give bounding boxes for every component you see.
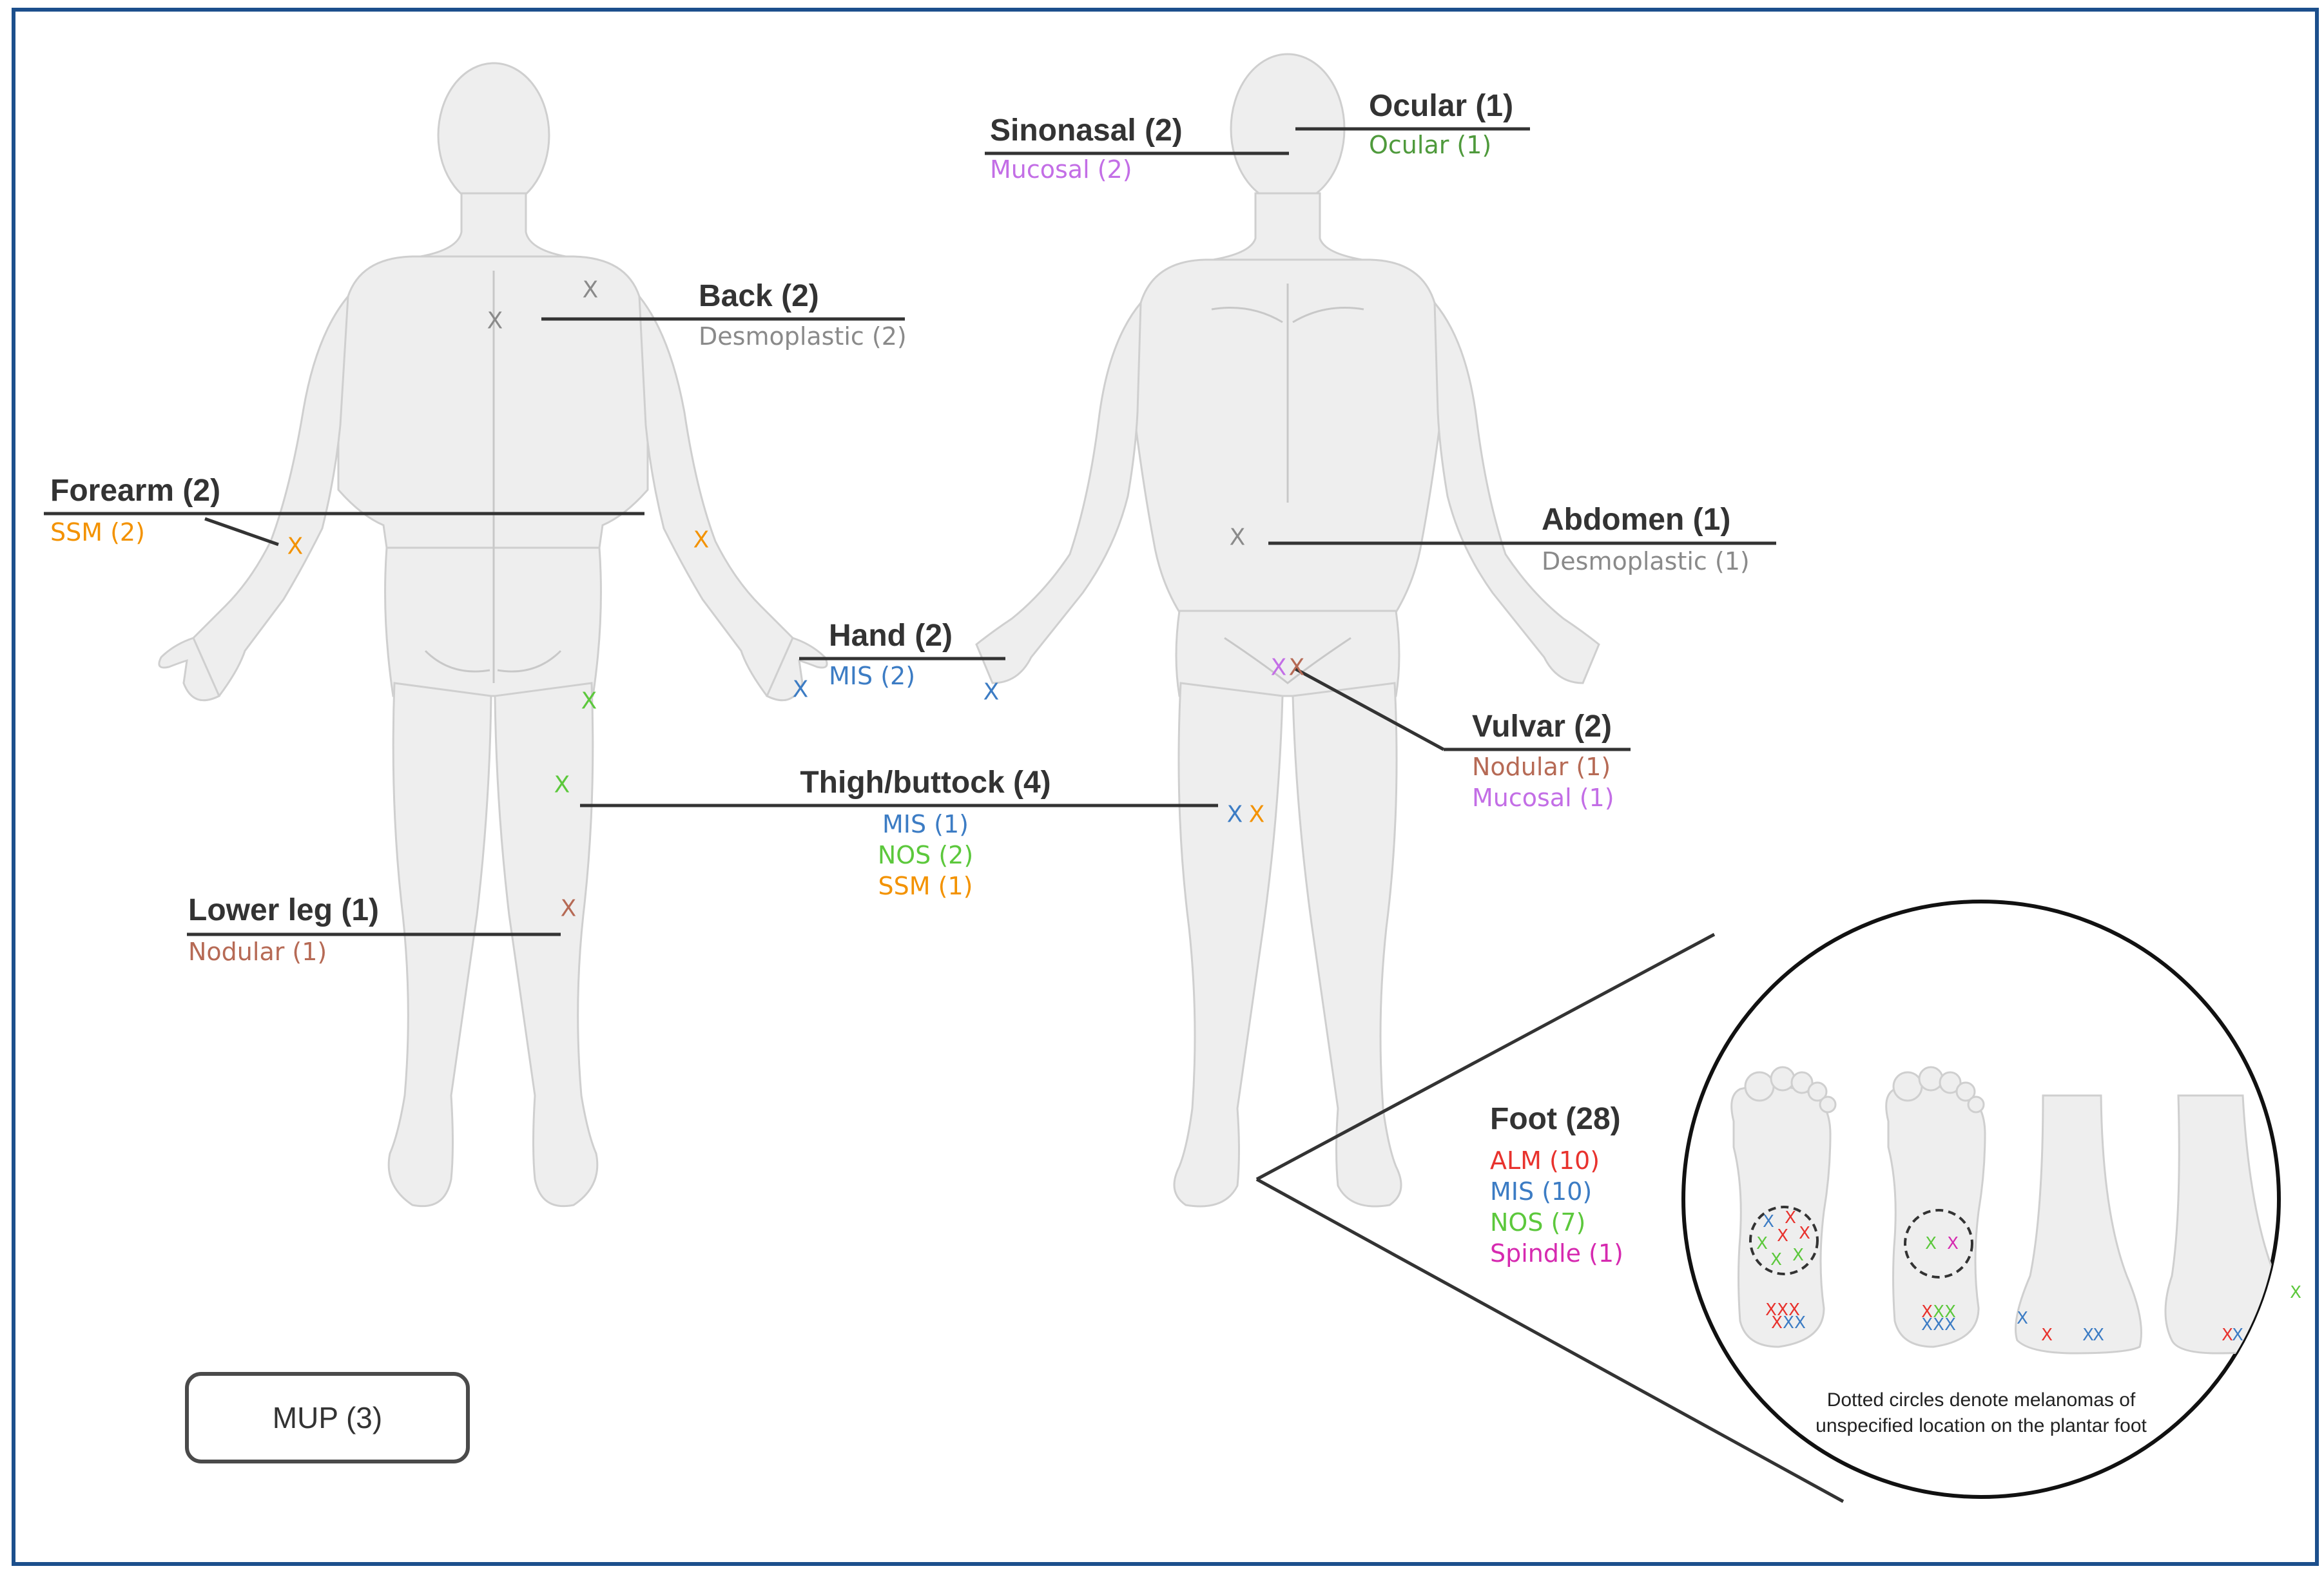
abdomen-callout-title: Abdomen (1) [1542,503,1730,537]
sole-left-mark-1: X [1763,1212,1774,1231]
mup-box: MUP (3) [187,1374,468,1462]
back-right-arm [639,296,802,700]
vulvar-subtype-0: Nodular (1) [1472,753,1611,781]
front-left-arm [976,303,1141,683]
dorsal-left-mark-alm: X [2041,1326,2053,1345]
back-neck [412,193,574,258]
back-mark-2: X [583,277,599,304]
vulvar-mark-nodular: X [1289,655,1305,681]
front-view-body [976,54,1599,1206]
thigh-subtype-2: SSM (1) [878,872,973,900]
sole-left-mark-2: X [1785,1208,1796,1228]
sinonasal-callout-title: Sinonasal (2) [990,113,1183,148]
sole-left-heel-mis-1: X [1783,1313,1794,1333]
sole-right-toe-1 [1893,1072,1922,1101]
hand-mark-1: X [793,677,809,703]
foot-subtype-0: ALM (10) [1490,1146,1600,1175]
sole-left-mark-3: X [1777,1226,1788,1246]
ocular-subtype-0: Ocular (1) [1369,131,1491,159]
front-right-arm [1435,303,1599,683]
lowerleg-callout-title: Lower leg (1) [188,893,379,927]
foot-subtype-2: NOS (7) [1490,1208,1585,1237]
front-right-leg [1293,683,1401,1206]
back-callout-title: Back (2) [699,279,819,313]
hand-subtype-0: MIS (2) [829,662,915,690]
thigh-callout-title: Thigh/buttock (4) [800,766,1051,800]
dorsal-left-mark-mis-1: X [2017,1309,2028,1328]
dorsal-left-mark-mis-3: X [2093,1326,2104,1345]
foot-subtype-1: MIS (10) [1490,1177,1592,1206]
forearm-subtype-0: SSM (2) [50,518,145,546]
thigh-mark-nos-1: X [581,688,597,715]
sole-right-toe-5 [1968,1097,1984,1112]
sole-left-mark-5: X [1756,1234,1768,1253]
sole-left-mark-4: X [1799,1224,1810,1243]
thigh-mark-mis: X [1227,802,1243,828]
front-left-leg [1174,683,1283,1206]
thigh-subtype-1: NOS (2) [878,841,973,869]
abdomen-mark: X [1230,525,1246,551]
foot-callout-title: Foot (28) [1490,1102,1621,1136]
sole-right-heel-mis-3: X [1944,1315,1956,1335]
dorsal-right-mark-mis: X [2232,1326,2243,1345]
sole-left-mark-6: X [1770,1250,1782,1269]
forearm-diag-leader [205,519,278,545]
foot-note-line-1: Dotted circles denote melanomas of [1827,1389,2136,1411]
sole-right-heel-mis-2: X [1933,1315,1944,1335]
dorsal-right-mark-nos: X [2290,1283,2301,1302]
lowerleg-subtype-0: Nodular (1) [188,938,327,966]
forearm-mark-1: X [287,534,304,560]
back-head [438,63,549,207]
back-view-body [159,63,827,1206]
mup-label: MUP (3) [273,1401,382,1434]
abdomen-subtype-0: Desmoplastic (1) [1542,547,1750,575]
back-mark-1: X [487,308,503,334]
vulvar-callout-title: Vulvar (2) [1472,709,1612,744]
sole-left-toe-2 [1771,1067,1794,1090]
foot-zoom-inset: X X X X X X X X X X X X X X X X X X X X [1683,902,2301,1497]
hand-mark-2: X [983,679,1000,706]
sole-left-heel-alm-4: X [1771,1313,1783,1333]
back-right-leg [495,683,597,1206]
back-subtype-0: Desmoplastic (2) [699,322,907,351]
lowerleg-mark: X [561,896,577,922]
foot-subtype-3: Spindle (1) [1490,1239,1623,1268]
forearm-callout-title: Forearm (2) [50,474,220,508]
sole-right-mark-spindle: X [1947,1234,1959,1253]
sole-left-toe-1 [1745,1072,1774,1101]
sole-right-toe-2 [1919,1067,1942,1090]
callout-labels: Sinonasal (2) Mucosal (2) Ocular (1) Ocular… [50,89,1750,1268]
sole-left-mark-7: X [1792,1246,1804,1265]
thigh-mark-nos-2: X [554,772,570,798]
sole-left-heel-mis-2: X [1794,1313,1806,1333]
hand-callout-title: Hand (2) [829,619,953,653]
vulvar-subtype-1: Mucosal (1) [1472,784,1614,812]
thigh-subtype-0: MIS (1) [882,810,969,838]
sole-left-toe-5 [1820,1097,1835,1112]
foot-note-line-2: unspecified location on the plantar foot [1816,1415,2147,1436]
back-left-leg [389,683,491,1206]
forearm-mark-2: X [693,527,710,554]
vulvar-mark-mucosal: X [1271,655,1287,681]
sole-right-mark-nos: X [1925,1234,1937,1253]
front-neck [1205,193,1370,261]
sinonasal-subtype-0: Mucosal (2) [990,155,1132,184]
thigh-mark-ssm: X [1249,802,1265,828]
ocular-callout-title: Ocular (1) [1369,89,1513,123]
sole-right-heel-mis-1: X [1921,1315,1933,1335]
